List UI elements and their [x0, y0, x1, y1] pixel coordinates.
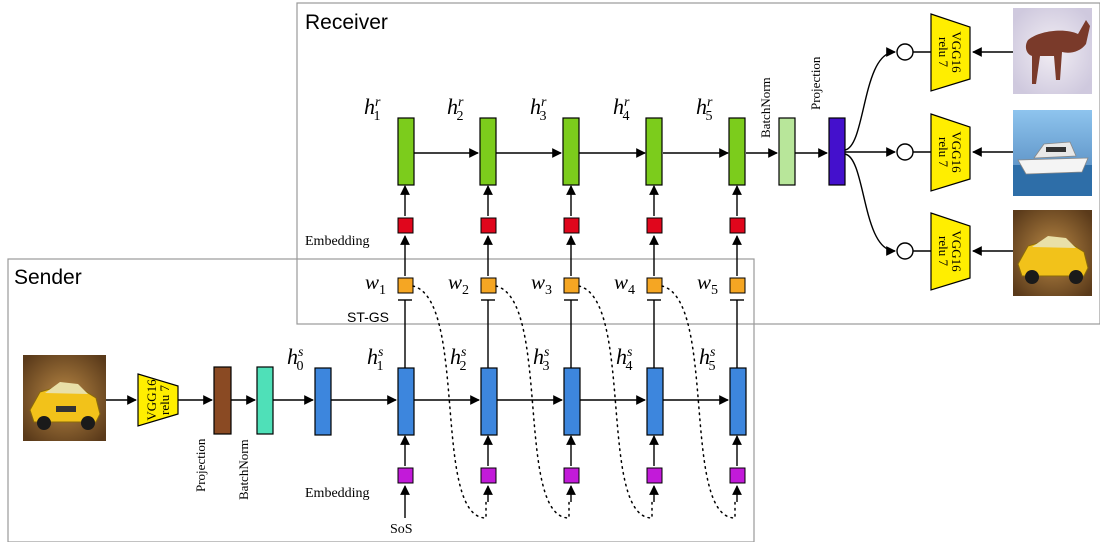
sender-rnn-cell-4	[646, 367, 664, 436]
sender-panel	[7, 258, 755, 542]
candidate-image-car	[1013, 210, 1092, 296]
dot-product-node-3	[896, 242, 914, 260]
word-token-2	[480, 277, 497, 294]
word-label-3: w3	[531, 270, 552, 298]
receiver-batchnorm-block	[778, 117, 796, 186]
word-label-1: w1	[365, 270, 386, 298]
sos-label: SoS	[390, 522, 413, 537]
receiver-rnn-cells	[397, 117, 746, 186]
sender-embedding-1	[397, 467, 414, 484]
word-token-1	[397, 277, 414, 294]
sender-embedding-3	[563, 467, 580, 484]
receiver-vgg-label-3: VGG16relu 7	[936, 230, 964, 272]
sender-title: Sender	[14, 266, 82, 289]
sender-rnn-cell-3	[563, 367, 581, 436]
sender-rnn-cell-5	[729, 367, 747, 436]
sender-embedding-label: Embedding	[305, 486, 370, 501]
receiver-embeddings	[397, 217, 746, 234]
sender-batchnorm-block	[256, 366, 274, 435]
receiver-score-arrows	[844, 47, 896, 256]
receiver-projection-label: Projection	[808, 56, 823, 110]
word-label-5: w5	[697, 270, 718, 298]
receiver-title: Receiver	[305, 11, 388, 34]
receiver-vgg-encoder-1	[930, 13, 971, 92]
sender-loop-arrowheads	[483, 485, 742, 502]
receiver-rnn-cell-4	[645, 117, 663, 186]
sender-batchnorm-label: BatchNorm	[236, 439, 251, 500]
receiver-rnn-cell-1	[397, 117, 415, 186]
receiver-embedding-5	[729, 217, 746, 234]
sender-target-image	[23, 355, 106, 441]
receiver-rnn-cell-2	[479, 117, 497, 186]
sender-rnn-cell-0	[314, 367, 332, 436]
receiver-vgg-label-1: VGG16relu 7	[936, 31, 964, 73]
st-gs-label: ST-GS	[347, 309, 389, 325]
sender-embeddings	[397, 467, 746, 484]
sender-vertical-arrows	[400, 435, 742, 518]
receiver-candidates: VGG16relu 7 VGG16relu 7 VGG16relu 7	[930, 8, 1092, 296]
receiver-projection-block	[828, 117, 846, 186]
sender-rnn-cell-1	[397, 367, 415, 436]
word-tokens	[397, 277, 746, 294]
receiver-batchnorm-label: BatchNorm	[758, 77, 773, 138]
st-gs-connectors	[398, 299, 744, 368]
receiver-image-arrows	[913, 47, 1013, 256]
dot-product-nodes	[896, 43, 914, 260]
sender-embedding-5	[729, 467, 746, 484]
sender-embedding-2	[480, 467, 497, 484]
word-labels: w1 w2 w3 w4 w5	[365, 270, 718, 298]
receiver-vgg-encoder-2	[930, 113, 971, 192]
candidate-image-horse	[1013, 8, 1092, 94]
receiver-vertical-arrows	[400, 185, 742, 276]
word-token-3	[563, 277, 580, 294]
receiver-vgg-encoder-3	[930, 212, 971, 291]
receiver-embedding-label: Embedding	[305, 234, 370, 249]
sender-vgg-label: VGG16relu 7	[144, 379, 172, 421]
sender-vgg-encoder: VGG16relu 7	[137, 373, 179, 427]
sender-projection-block	[213, 366, 232, 435]
receiver-embedding-4	[646, 217, 663, 234]
receiver-embedding-2	[480, 217, 497, 234]
sender-rnn-cell-2	[480, 367, 498, 436]
receiver-vgg-label-2: VGG16relu 7	[936, 131, 964, 173]
sender-embedding-4	[646, 467, 663, 484]
receiver-panel	[296, 2, 1100, 325]
sender-projection-label: Projection	[193, 438, 208, 492]
dot-product-node-1	[896, 43, 914, 61]
word-label-2: w2	[448, 270, 469, 298]
receiver-rnn-cell-5	[728, 117, 746, 186]
receiver-embedding-1	[397, 217, 414, 234]
word-label-4: w4	[614, 270, 635, 298]
word-token-5	[729, 277, 746, 294]
receiver-rnn-cell-3	[562, 117, 580, 186]
sender-rnn-cells	[314, 367, 747, 436]
candidate-image-boat	[1013, 110, 1092, 196]
receiver-embedding-3	[563, 217, 580, 234]
word-token-4	[646, 277, 663, 294]
feedback-loops	[412, 285, 736, 519]
dot-product-node-2	[896, 143, 914, 161]
